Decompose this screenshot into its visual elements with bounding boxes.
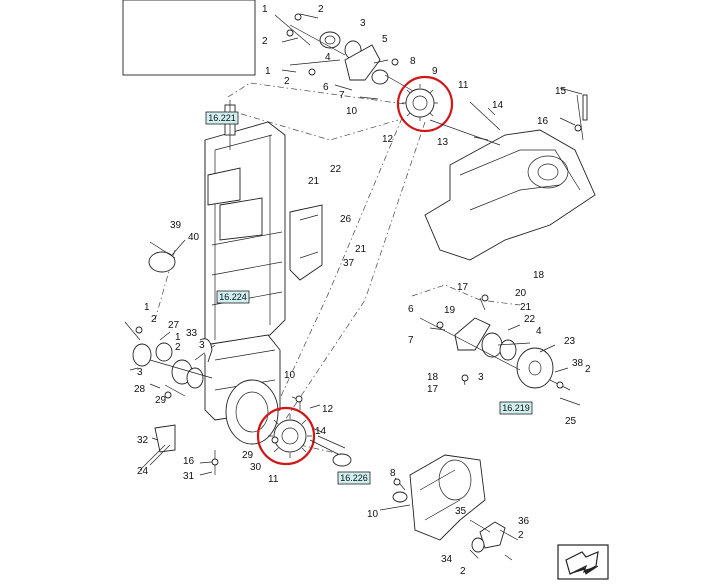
ref-box-4: 16.219 [499, 401, 533, 415]
callout: 5 [382, 34, 388, 45]
callout: 4 [536, 326, 542, 337]
lower-sprocket [268, 395, 323, 458]
callout: 40 [188, 232, 200, 243]
callout: 17 [427, 384, 439, 395]
callout: 24 [137, 466, 149, 477]
callout: 1 [175, 332, 181, 343]
top-sprocket-highlight [396, 75, 454, 133]
callout: 31 [183, 471, 195, 482]
callout: 22 [330, 164, 342, 175]
ref-label-2: 16.224 [219, 292, 247, 302]
ref-box-1: 16.221 [205, 111, 239, 125]
callout: 1 [262, 4, 268, 15]
top-sprocket [402, 84, 438, 121]
callout: 36 [518, 516, 530, 527]
callout: 7 [408, 335, 414, 346]
callout: 2 [585, 364, 591, 375]
callout: 2 [318, 4, 324, 15]
callout: 34 [441, 554, 453, 565]
callout: 3 [199, 340, 205, 351]
callout: 32 [137, 435, 149, 446]
callout: 11 [268, 474, 279, 485]
callout: 12 [322, 404, 334, 415]
main-frame [204, 100, 286, 445]
callout: 6 [408, 304, 414, 315]
callout: 21 [355, 244, 367, 255]
callout: 19 [444, 305, 456, 316]
callout: 33 [186, 328, 198, 339]
callout: 10 [284, 370, 296, 381]
callout: 1 [144, 302, 150, 313]
callout: 12 [382, 134, 394, 145]
callout: 29 [242, 450, 254, 461]
next-page-arrow-icon[interactable] [557, 544, 609, 580]
callout: 2 [284, 76, 290, 87]
lower-shaft [309, 435, 352, 467]
lower-right-housing [379, 454, 519, 561]
ref-label-4: 16.219 [502, 403, 530, 413]
callout: 2 [518, 530, 524, 541]
callout: 22 [524, 314, 536, 325]
callout: 26 [340, 214, 352, 225]
right-housing [424, 87, 596, 261]
callout: 30 [250, 462, 262, 473]
callout: 14 [315, 426, 327, 437]
ref-label-3: 16.226 [340, 473, 368, 483]
callout: 20 [515, 288, 527, 299]
callout: 2 [262, 36, 268, 47]
lower-sprocket-highlight [256, 406, 316, 466]
callout: 21 [308, 176, 320, 187]
lower-bracket [139, 424, 219, 476]
chain-path-lines [154, 82, 521, 456]
callout: 28 [134, 384, 146, 395]
callout: 6 [323, 82, 329, 93]
callout: 2 [151, 314, 157, 325]
callout: 3 [137, 367, 143, 378]
right-bearing-assembly [419, 294, 581, 406]
callout: 18 [533, 270, 545, 281]
callout: 10 [367, 509, 379, 520]
callout: 14 [492, 100, 504, 111]
ref-box-2: 16.224 [216, 290, 250, 304]
callout: 3 [478, 372, 484, 383]
callout: 11 [458, 80, 469, 91]
callout: 15 [555, 86, 567, 97]
callout: 8 [390, 468, 396, 479]
callout: 35 [455, 506, 467, 517]
callout: 21 [520, 302, 532, 313]
callout: 18 [427, 372, 439, 383]
callout: 1 [265, 66, 271, 77]
ref-box-3: 16.226 [337, 471, 371, 485]
callout: 25 [565, 416, 577, 427]
callout: 2 [175, 342, 181, 353]
callout: 16 [537, 116, 549, 127]
cover-plate [289, 204, 323, 281]
top-assembly [274, 13, 421, 100]
callout: 23 [564, 336, 576, 347]
callout: 9 [432, 66, 438, 77]
callout: 17 [457, 282, 469, 293]
callout: 13 [437, 137, 449, 148]
callout: 16 [183, 456, 195, 467]
callout: 10 [346, 106, 358, 117]
callouts: 1 2 3 2 4 5 1 2 6 7 8 9 11 10 12 13 14 1… [134, 4, 591, 577]
callout: 29 [155, 395, 167, 406]
callout: 8 [410, 56, 416, 67]
callout: 37 [343, 258, 355, 269]
callout: 38 [572, 358, 584, 369]
callout: 39 [170, 220, 182, 231]
callout: 27 [168, 320, 180, 331]
callout: 4 [325, 52, 331, 63]
callout: 7 [339, 90, 345, 101]
inset-box [122, 0, 256, 76]
left-bearing-assembly [124, 321, 216, 399]
callout: 3 [360, 18, 366, 29]
callout: 2 [460, 566, 466, 577]
ref-label-1: 16.221 [208, 113, 236, 123]
spring-clip [148, 239, 186, 273]
